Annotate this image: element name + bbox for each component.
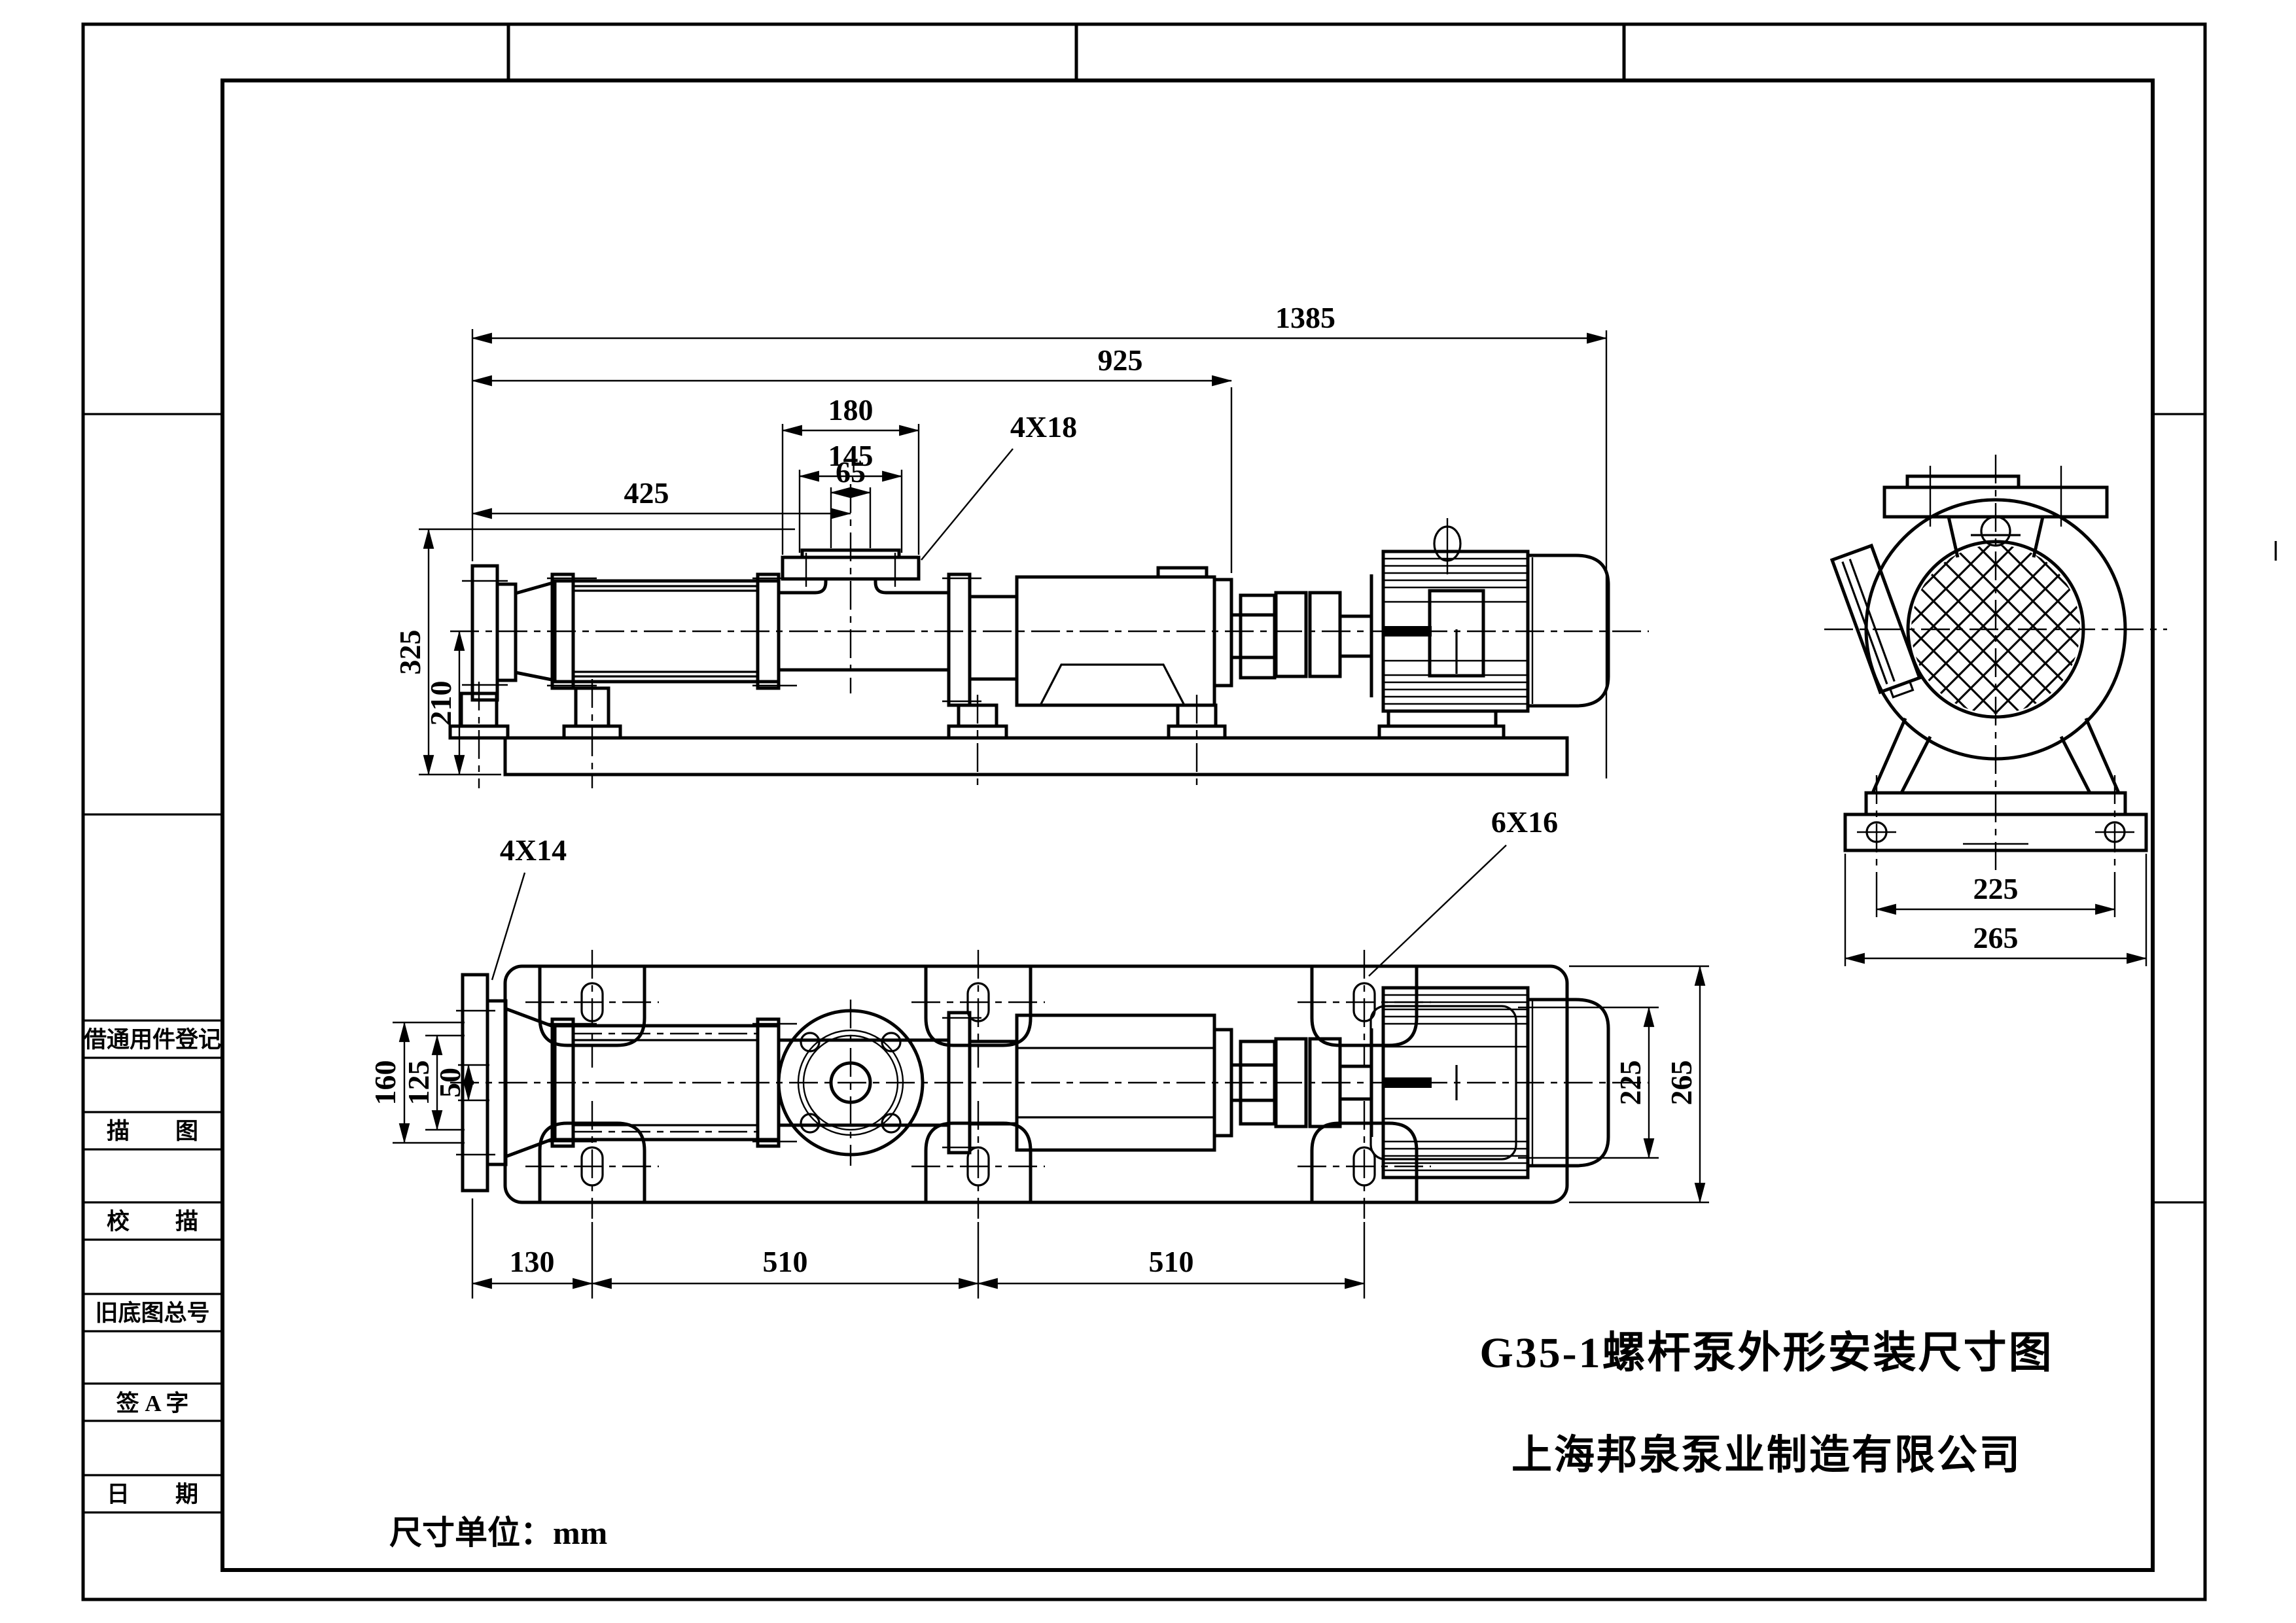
- dim-center-height: 210: [424, 681, 457, 726]
- motor-front-bell: [1369, 570, 1385, 701]
- title-block-grid: [83, 413, 222, 1514]
- dim-base-width-plan: 265: [1665, 1060, 1698, 1106]
- support-legs: [1871, 717, 2121, 794]
- tie-rods: [573, 585, 758, 678]
- side-view-dimensions: 1385 925 180 145 65 425 325 210 4X18: [393, 301, 1608, 778]
- bearing-housing: [1015, 575, 1216, 707]
- stuffing-box: [968, 595, 1019, 681]
- title-block-row-label: 日 期: [107, 1482, 198, 1507]
- title-block-row-label: 描 图: [107, 1119, 198, 1144]
- dim-inlet-bore: 50: [433, 1068, 467, 1098]
- baseplate: [503, 736, 1569, 777]
- dim-inlet-bolt-pitch: 125: [402, 1060, 435, 1106]
- inner-border: [221, 79, 2155, 1572]
- outer-border: [81, 22, 2207, 1601]
- bracket-plate: [947, 572, 972, 707]
- label-inlet-holes: 4X14: [500, 833, 567, 867]
- leader-anchor-holes: [1368, 845, 1507, 977]
- dim-base-width-end: 265: [1973, 921, 2019, 954]
- bearing-cover: [1212, 578, 1233, 688]
- drawing-title: G35-1螺杆泵外形安装尺寸图: [1479, 1329, 2053, 1377]
- outlet-bolt-marks: [805, 553, 896, 587]
- dim-inlet-flange-width: 160: [368, 1060, 402, 1106]
- plan-view: 4X14 6X16 160 125 50 225 265 130 510 510: [368, 805, 1709, 1299]
- suction-casing: [779, 579, 949, 672]
- motor-terminal: [1428, 589, 1485, 678]
- title-block-row-label: 签 A 字: [116, 1391, 189, 1416]
- pump-supports: [448, 679, 1227, 788]
- motor-foot: [1386, 709, 1498, 728]
- terminal-box-end: [1829, 543, 1922, 699]
- fan-guard-ring: [1906, 540, 2085, 719]
- dim-foot-pitch-end: 225: [1973, 872, 2019, 905]
- leader-inlet-holes: [491, 872, 526, 981]
- dim-hole-pitch-front: 510: [763, 1245, 808, 1278]
- eyebolt-end: [1980, 515, 2011, 547]
- units-note: 尺寸单位：mm: [389, 1514, 607, 1551]
- side-view: 1385 925 180 145 65 425 325 210 4X18: [393, 301, 1649, 788]
- dim-outlet-flange-od: 180: [828, 393, 874, 427]
- dim-outlet-bore: 65: [836, 455, 866, 489]
- sheet-frame: [81, 22, 2277, 1601]
- suction-flange: [470, 564, 499, 702]
- dim-inlet-to-outlet: 425: [624, 476, 669, 510]
- dim-motor-foot-pitch: 225: [1614, 1060, 1647, 1106]
- company-name: 上海邦泉泵业制造有限公司: [1511, 1433, 2022, 1478]
- coupling-half-pump: [1274, 591, 1308, 678]
- plan-view-dimensions: 160 125 50 225 265 130 510 510: [368, 965, 1709, 1299]
- fan-guard-mesh: [1911, 545, 2080, 714]
- top-centering-marks: [506, 24, 1626, 80]
- label-anchor-holes: 6X16: [1491, 805, 1558, 839]
- titles: G35-1螺杆泵外形安装尺寸图 上海邦泉泵业制造有限公司 尺寸单位：mm: [389, 1329, 2053, 1551]
- label-outlet-holes: 4X18: [1010, 410, 1077, 444]
- motor-body-plan: [1381, 986, 1530, 1179]
- end-view: 225 265: [1824, 455, 2167, 966]
- right-column-dividers: [2153, 413, 2205, 1204]
- outlet-flange-plan: [777, 1000, 925, 1166]
- leader-outlet-holes: [921, 448, 1014, 561]
- bracket-arch: [1039, 663, 1186, 706]
- fan-cowl-plan: [1528, 998, 1610, 1168]
- title-block-row-label: 旧底图总号: [95, 1300, 209, 1326]
- dim-outlet-height: 325: [393, 630, 427, 675]
- fan-cowl: [1528, 553, 1610, 708]
- dim-outlet-bolt-circle: 145: [828, 439, 874, 472]
- reducer-cone: [515, 580, 556, 682]
- dim-hole-pitch-rear: 510: [1149, 1245, 1194, 1278]
- dim-inlet-to-first-hole: 130: [510, 1245, 555, 1278]
- coupling-half-motor: [1308, 591, 1342, 678]
- end-view-dimensions: 225 265: [1844, 854, 2147, 966]
- base-lower: [1843, 812, 2148, 852]
- motor-fins-plan: [1383, 994, 1528, 1172]
- title-block-row-label: 校 描: [107, 1209, 198, 1234]
- flange-bolt-marks: [462, 580, 508, 686]
- dim-pump-length: 925: [1098, 343, 1143, 377]
- anchor-slots: [525, 950, 1431, 1219]
- shaft: [1231, 613, 1275, 659]
- dim-overall-length: 1385: [1275, 301, 1335, 334]
- title-block-row-label: 借通用件登记: [83, 1027, 221, 1053]
- title-block: 借通用件登记 描 图 校 描 旧底图总号 签 A 字 日 期: [83, 413, 222, 1514]
